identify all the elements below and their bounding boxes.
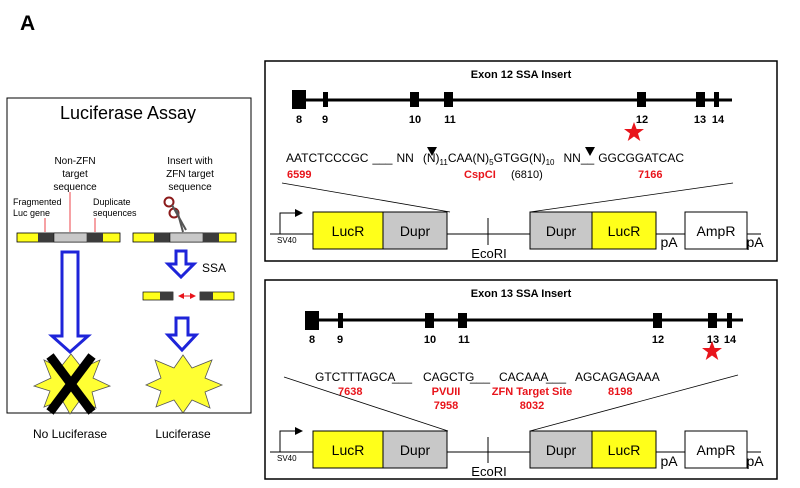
exon13-pa2: pA (746, 453, 764, 469)
exon13-pos-2b: 7958 (434, 400, 458, 412)
exon13-pos-2a: PVUII (432, 386, 461, 398)
exon13-dupr2: Dupr (546, 442, 577, 458)
exon12-seq-n: (N) (423, 151, 440, 165)
exon13-pos-3b: 8032 (520, 400, 544, 412)
exon12-ampr: AmpR (697, 223, 736, 239)
non-zfn-label-3: sequence (53, 182, 97, 193)
right-blue-arrow-1 (164, 249, 198, 280)
exon13-ecori: EcoRI (471, 464, 506, 479)
exon13-label-12: 12 (652, 334, 664, 346)
x-mark-icon (46, 353, 96, 415)
insert-label-3: sequence (168, 182, 212, 193)
exon12-dupr1: Dupr (400, 223, 431, 239)
exon12-seq-gtgg: GTGG(N) (494, 151, 546, 165)
exon12-seq-blank1: ___ (371, 151, 392, 165)
exon13-star-icon (702, 341, 722, 360)
broken-fragments (142, 291, 235, 301)
exon12-seq-sub10: 10 (546, 158, 555, 167)
non-zfn-construct (16, 232, 121, 243)
exon12-ecori: EcoRI (471, 246, 506, 261)
non-zfn-label-2: target (62, 169, 88, 180)
exon13-blank-3: ___ (545, 370, 566, 384)
non-zfn-label-1: Non-ZFN (54, 156, 95, 167)
exon13-label-14: 14 (724, 334, 737, 346)
exon13-label-11: 11 (458, 334, 470, 346)
exon12-lucr1: LucR (332, 223, 365, 239)
no-luciferase-label: No Luciferase (33, 427, 107, 441)
exon12-cut-marker-1 (427, 147, 437, 156)
exon13-blank-2: ___ (469, 370, 490, 384)
exon12-plasmid: SV40 LucR Dupr EcoRI Dupr LucR pA AmpR p… (270, 209, 764, 261)
exon12-seq-sub5: 5 (489, 158, 494, 167)
exon13-pos-4: 8198 (608, 386, 632, 398)
insert-label-2: ZFN target (166, 169, 214, 180)
exon12-panel: Exon 12 SSA Insert 8 9 10 11 12 13 14 AA… (264, 60, 778, 262)
zfn-construct (132, 232, 237, 243)
exon13-label-8: 8 (309, 334, 315, 346)
exon12-label-14: 14 (712, 114, 725, 126)
exon12-seq-sub11: 11 (440, 158, 449, 167)
exon13-seq-4: AGCAGAGAAA (575, 370, 660, 384)
exon13-plasmid: SV40 LucR Dupr EcoRI Dupr LucR pA AmpR p… (270, 427, 764, 479)
exon12-seq-left: AATCTCCCGC (286, 151, 369, 165)
fragmented-label-1: Fragmented (13, 197, 62, 207)
exon12-label-9: 9 (322, 114, 328, 126)
exon13-seq-1: GTCTTTAGCA (315, 370, 395, 384)
panel-label: A (20, 12, 35, 35)
exon13-title: Exon 13 SSA Insert (471, 288, 572, 300)
exon12-pa1: pA (660, 234, 678, 250)
exon12-seq-nn1: NN (396, 151, 413, 165)
exon12-lucr2: LucR (608, 223, 641, 239)
luciferase-assay-panel: Luciferase Assay Non-ZFN target sequence… (6, 97, 252, 441)
exon12-sv40: SV40 (277, 236, 297, 245)
exon12-pos-mid: (6810) (511, 169, 543, 181)
exon12-label-8: 8 (296, 114, 302, 126)
exon12-seq-blank2: __ (580, 151, 595, 165)
exon12-cut-marker-2 (585, 147, 595, 156)
exon13-pos-3a: ZFN Target Site (492, 386, 572, 398)
insert-label-1: Insert with (167, 156, 213, 167)
luciferase-panel-border (6, 97, 252, 414)
exon12-title: Exon 12 SSA Insert (471, 69, 572, 81)
exon13-panel: Exon 13 SSA Insert 8 9 10 11 12 13 14 GT… (264, 279, 778, 480)
right-blue-arrow-2 (164, 316, 200, 353)
exon13-pos-1: 7638 (338, 386, 362, 398)
luciferase-label: Luciferase (155, 427, 211, 441)
exon13-seq-3: CACAAA (499, 370, 548, 384)
exon12-seq-caa: CAA(N) (448, 151, 489, 165)
exon12-pa2: pA (746, 234, 764, 250)
exon13-lucr2: LucR (608, 442, 641, 458)
exon13-seq-2: CAGCTG (423, 370, 474, 384)
exon13-sv40: SV40 (277, 454, 297, 463)
ssa-label: SSA (202, 261, 226, 275)
exon13-label-9: 9 (337, 334, 343, 346)
exon12-pos-cspci: CspCI (464, 169, 496, 181)
exon12-seq-nn2: NN (564, 151, 581, 165)
exon12-pos-right: 7166 (638, 169, 662, 181)
exon13-pa1: pA (660, 453, 678, 469)
exon12-seq-right: GGCGGATCAC (598, 151, 684, 165)
exon13-blank-1: ___ (391, 370, 412, 384)
exon12-label-12: 12 (636, 114, 648, 126)
exon13-lucr1: LucR (332, 442, 365, 458)
exon12-label-11: 11 (444, 114, 456, 126)
starburst-right (144, 354, 224, 414)
duplicate-label-1: Duplicate (93, 197, 131, 207)
exon13-dupr1: Dupr (400, 442, 431, 458)
exon12-pos-left: 6599 (287, 169, 311, 181)
fragmented-label-2: Luc gene (13, 208, 50, 218)
exon12-label-10: 10 (409, 114, 421, 126)
exon12-dupr2: Dupr (546, 223, 577, 239)
exon13-label-10: 10 (424, 334, 436, 346)
exon13-ampr: AmpR (697, 442, 736, 458)
duplicate-label-2: sequences (93, 208, 137, 218)
exon12-label-13: 13 (694, 114, 706, 126)
exon12-star-icon (624, 122, 644, 141)
scissors-icon (163, 196, 187, 233)
luciferase-title: Luciferase Assay (60, 103, 196, 123)
exon13-label-13: 13 (707, 334, 719, 346)
left-blue-arrow (48, 250, 92, 355)
